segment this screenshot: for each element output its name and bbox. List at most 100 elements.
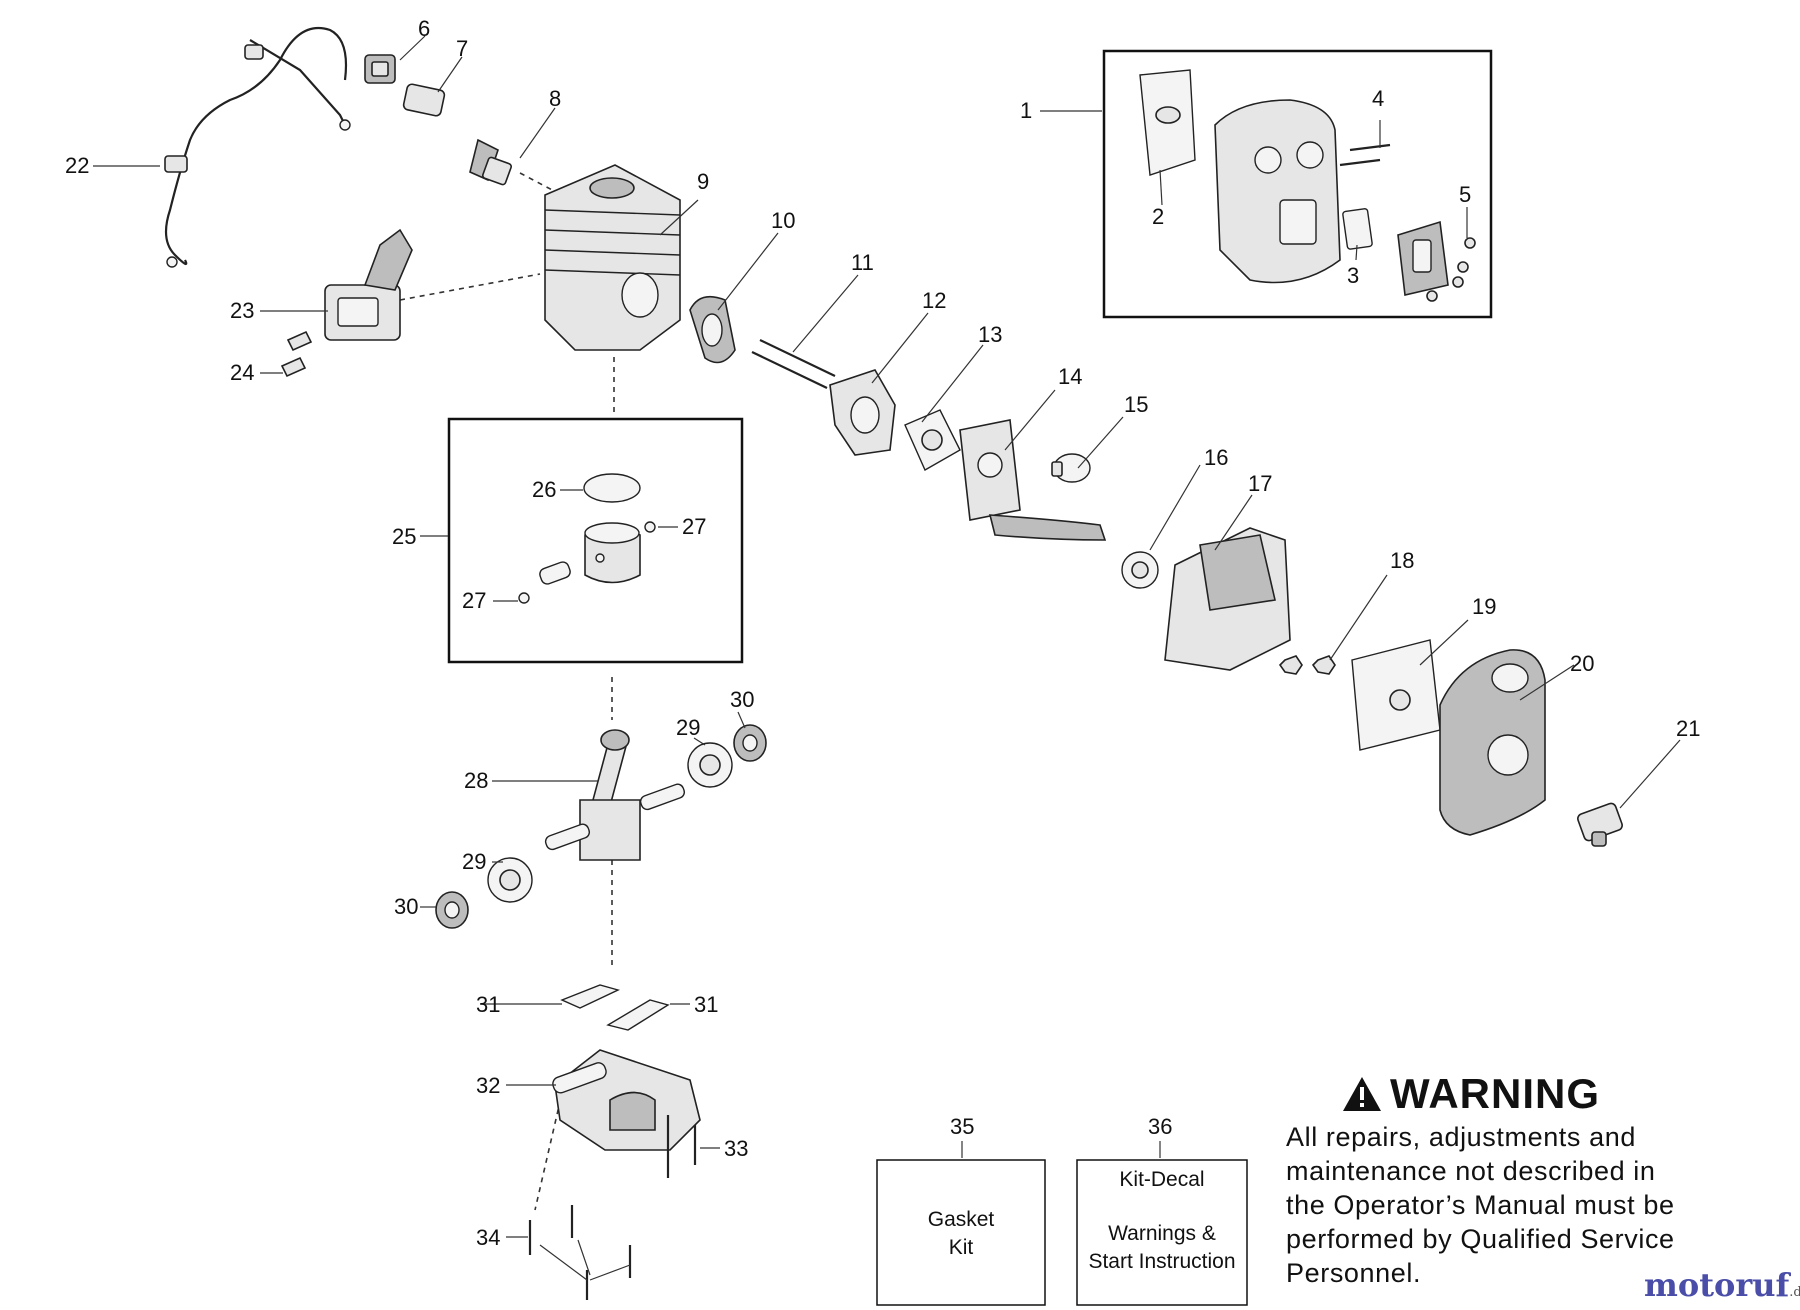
gasket-kit-label: Gasket Kit [877,1206,1045,1262]
arrestor-screws-part [1426,237,1476,302]
callout-25: 25 [392,524,416,549]
carburetor-part [959,419,1107,541]
callout-13: 13 [978,322,1002,347]
switch-cover-part [402,83,446,117]
callout-5: 5 [1459,182,1471,207]
callout-27b: 27 [462,588,486,613]
decal-kit-line2: Warnings & [1108,1222,1216,1245]
spark-arrestor-part [1397,220,1449,296]
callout-11: 11 [851,250,874,275]
crankcase-screws-part [528,1115,697,1300]
callout-20: 20 [1570,651,1594,676]
callout-30b: 30 [394,894,418,919]
crankcase-part [552,1049,701,1151]
callout-17: 17 [1248,471,1272,496]
coil-bolt-part [280,330,313,378]
warning-triangle-icon [1343,1077,1381,1111]
callout-36: 36 [1148,1114,1172,1139]
callout-29b: 29 [462,849,486,874]
callout-35: 35 [950,1114,974,1139]
callout-10: 10 [771,208,795,233]
air-filter-housing-part [1164,527,1291,671]
nuts-part [1278,655,1336,675]
callout-34: 34 [476,1225,500,1250]
warning-title: WARNING [1390,1070,1600,1117]
warning-body: All repairs, adjustments and maintenance… [1286,1120,1766,1290]
callout-16: 16 [1204,445,1228,470]
watermark: motoruf.de [1644,1266,1800,1304]
callout-14: 14 [1058,364,1082,389]
gasket-kit-line1: Gasket [927,1208,995,1231]
callout-9: 9 [697,169,709,194]
ignition-coil-part [324,228,413,341]
callout-32: 32 [476,1073,500,1098]
piston-kit-box [447,417,744,664]
muffler-gasket-part [1342,208,1373,250]
callout-29a: 29 [676,715,700,740]
muffler-part [1214,99,1341,284]
spark-plug-part [469,138,512,186]
callout-15: 15 [1124,392,1148,417]
warning-line: Personnel. [1286,1258,1422,1288]
muffler-bolts-part [1339,143,1391,167]
decal-kit-label: Kit-Decal Warnings & Start Instruction [1077,1166,1247,1276]
leader-lines [93,35,1681,1238]
callout-3: 3 [1347,263,1359,288]
warning-line: maintenance not described in [1286,1156,1656,1186]
warning-line: All repairs, adjustments and [1286,1122,1636,1152]
callout-21: 21 [1676,716,1700,741]
callout-28: 28 [464,768,488,793]
decal-kit-box [1076,1159,1248,1306]
long-bolts-part [751,339,836,389]
callout-22: 22 [65,153,89,178]
cover-knob-part [1577,802,1623,847]
callout-18: 18 [1390,548,1414,573]
callout-30a: 30 [730,687,754,712]
callout-33: 33 [724,1136,748,1161]
gasket-kit-box [876,1159,1046,1306]
callout-31b: 31 [694,992,718,1017]
crankshaft-part [544,729,686,861]
pin-clips-part [518,521,656,604]
callout-2: 2 [1152,204,1164,229]
warning-notice: WARNING All repairs, adjustments and mai… [1286,1070,1766,1290]
callout-labels: 1 2 3 4 5 6 7 8 9 10 11 12 13 14 15 16 1… [65,16,1700,1250]
callout-8: 8 [549,86,561,111]
bearing-part [487,742,733,903]
switch-part [364,54,396,84]
callout-7: 7 [456,36,468,61]
watermark-brand: motoruf [1644,1266,1790,1304]
callout-12: 12 [922,288,946,313]
air-filter-gasket-part [1121,551,1159,589]
crankcase-gaskets-part [560,984,670,1031]
ignition-wire-part [164,26,351,268]
callout-19: 19 [1472,594,1496,619]
decal-kit-line1: Kit-Decal [1119,1168,1205,1191]
callout-26: 26 [532,477,556,502]
muffler-plate-part [1139,69,1196,176]
air-filter-part [1351,639,1441,751]
warning-line: performed by Qualified Service [1286,1224,1675,1254]
callout-6: 6 [418,16,430,41]
carb-adapter-part [829,369,896,456]
callout-1: 1 [1020,98,1032,123]
piston-pin-part [539,561,571,585]
intake-manifold-part [689,295,736,364]
callout-4: 4 [1372,86,1384,111]
piston-part [584,522,641,584]
cylinder-part [544,164,681,351]
callout-23: 23 [230,298,254,323]
muffler-kit-box [1102,49,1493,319]
warning-title-row: WARNING [1342,1070,1766,1118]
carb-gasket-part [904,409,961,471]
watermark-tld: .de [1789,1285,1800,1300]
callout-24: 24 [230,360,254,385]
callout-31a: 31 [476,992,500,1017]
piston-ring-part [583,473,641,503]
seal-part [435,724,767,929]
warning-line: the Operator’s Manual must be [1286,1190,1675,1220]
callout-27a: 27 [682,514,706,539]
primer-bulb-part [1051,453,1091,483]
decal-kit-line3: Start Instruction [1088,1250,1236,1273]
